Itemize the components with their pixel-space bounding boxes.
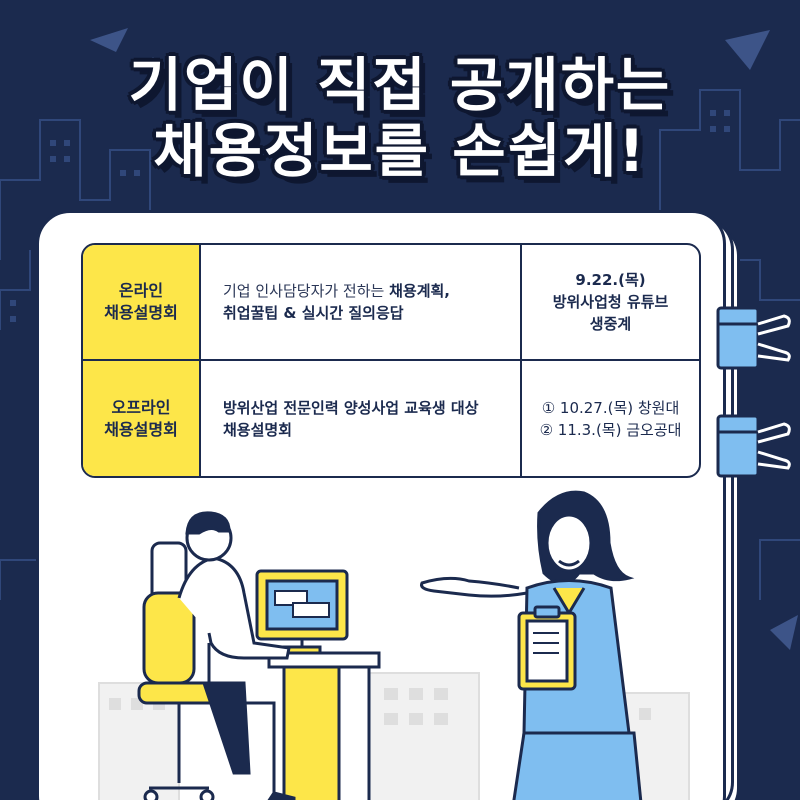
page-title: 기업이 직접 공개하는 채용정보를 손쉽게! [0,52,800,184]
title-line-1: 기업이 직접 공개하는 [128,51,672,119]
online-description-bold1: 채용계획, [389,282,451,300]
offline-session-2: ② 11.3.(목) 금오공대 [539,420,682,439]
desk [267,651,381,800]
online-venue: 방위사업청 유튜브 [552,293,669,311]
offline-label-line2: 채용설명회 [104,419,178,439]
woman-presenter [420,490,643,800]
computer-monitor [255,569,349,655]
online-label-cell: 온라인 채용설명회 [83,245,201,361]
offline-description-line1: 방위산업 전문인력 양성사업 교육생 대상 [223,398,479,417]
clipboard-icon [517,605,577,691]
online-description-cell: 기업 인사담당자가 전하는 채용계획, 취업꿀팁 & 실시간 질의응답 [201,245,522,361]
binder-clip-icon [716,414,791,478]
online-label-line1: 온라인 [118,281,164,300]
notebook-card: 온라인 채용설명회 기업 인사담당자가 전하는 채용계획, 취업꿀팁 & 실시간… [36,210,726,800]
online-label-line2: 채용설명회 [104,303,178,322]
online-schedule-cell: 9.22.(목) 방위사업청 유튜브 생중계 [522,245,699,361]
online-format: 생중계 [589,315,632,333]
binder-clip-icon [716,306,791,370]
offline-description-cell: 방위산업 전문인력 양성사업 교육생 대상 채용설명회 [201,361,522,476]
office-chair [137,541,221,800]
offline-label-cell: 오프라인 채용설명회 [83,361,201,476]
online-description-light: 기업 인사담당자가 전하는 [223,282,390,300]
online-date: 9.22.(목) [575,271,646,289]
online-description-bold2: 취업꿀팁 & 실시간 질의응답 [223,304,404,322]
paper-plane-icon [90,28,798,663]
offline-session-1: ① 10.27.(목) 창원대 [541,398,680,417]
event-info-table: 온라인 채용설명회 기업 인사담당자가 전하는 채용계획, 취업꿀팁 & 실시간… [81,243,701,478]
title-line-2: 채용정보를 손쉽게! [153,117,647,185]
recruitment-illustration [98,490,690,800]
man-at-computer [177,511,296,800]
offline-description-line2: 채용설명회 [223,420,293,439]
offline-schedule-cell: ① 10.27.(목) 창원대 ② 11.3.(목) 금오공대 [522,361,699,476]
offline-label-line1: 오프라인 [111,397,171,417]
